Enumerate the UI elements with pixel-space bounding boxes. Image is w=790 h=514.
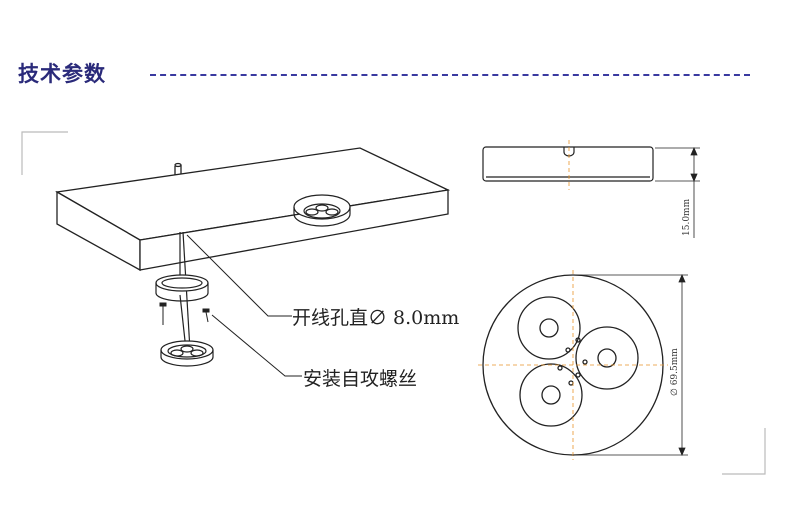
section-title: 技术参数 [18, 62, 106, 86]
self-tapping-screw-left [159, 302, 167, 325]
side-view [482, 146, 654, 182]
leader-line-screw [211, 314, 302, 377]
diameter-dimension [573, 273, 688, 457]
height-dimension-label: 15.0mm [682, 198, 692, 236]
mounting-ring [155, 274, 209, 302]
height-dimension [655, 146, 700, 238]
ceiling-panel-perspective [55, 147, 451, 272]
self-tapping-screw-right [202, 308, 210, 323]
section-header: 技术参数 [18, 58, 106, 88]
mounted-light-on-panel [293, 194, 351, 227]
header-divider [150, 74, 750, 76]
corner-mark-bottom-right [722, 428, 766, 475]
corner-mark-top-left [21, 131, 68, 175]
cable-hole-callout: 开线孔直∅ 8.0mm [292, 307, 460, 329]
screw-callout: 安装自攻螺丝 [303, 368, 418, 390]
spotlight-unit [160, 340, 214, 367]
leader-line-hole [186, 234, 292, 317]
diameter-dimension-label: ∅ 69.5mm [670, 348, 680, 396]
